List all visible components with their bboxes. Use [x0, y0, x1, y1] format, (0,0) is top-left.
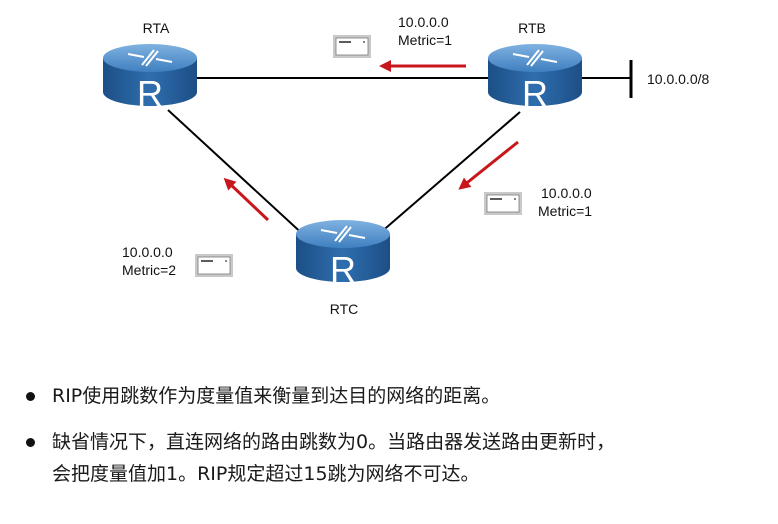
router-rtb-letter: R: [522, 73, 548, 114]
arrow-rtc-to-rta: [223, 177, 270, 222]
packet-icon: [483, 191, 523, 216]
router-rtb-label: RTB: [518, 20, 546, 36]
update-b-to-a-route: 10.0.0.0: [398, 14, 449, 30]
packet-icon: [194, 253, 234, 278]
bullet-icon: [26, 438, 35, 447]
update-c-to-a-metric: Metric=2: [122, 262, 176, 278]
router-rtc-letter: R: [330, 249, 356, 290]
router-rta-letter: R: [137, 73, 163, 114]
router-rtc: R: [295, 219, 391, 290]
packet-icon: [332, 34, 372, 59]
router-rtc-label: RTC: [330, 301, 359, 317]
router-rta-label: RTA: [143, 20, 170, 36]
note-text-2-line-2: 会把度量值加1。RIP规定超过15跳为网络不可达。: [52, 463, 480, 485]
update-b-to-c-metric: Metric=1: [538, 203, 592, 219]
update-b-to-a-metric: Metric=1: [398, 32, 452, 48]
update-c-to-a-route: 10.0.0.0: [122, 244, 173, 260]
note-text-1: RIP使用跳数作为度量值来衡量到达目的网络的距离。: [52, 385, 501, 407]
arrow-rtb-to-rtc: [458, 140, 519, 190]
note-item: RIP使用跳数作为度量值来衡量到达目的网络的距离。: [18, 380, 778, 412]
link-rta-rtc: [167, 109, 308, 239]
router-rta: R: [102, 43, 198, 114]
router-rtb: R: [487, 43, 583, 114]
note-item: 缺省情况下，直连网络的路由跳数为0。当路由器发送路由更新时， 会把度量值加1。R…: [18, 426, 778, 490]
bullet-icon: [26, 392, 35, 401]
link-rtb-rtc: [379, 111, 521, 234]
note-text-2-line-1: 缺省情况下，直连网络的路由跳数为0。当路由器发送路由更新时，: [52, 431, 616, 453]
network-label: 10.0.0.0/8: [647, 71, 709, 87]
update-b-to-c-route: 10.0.0.0: [541, 185, 592, 201]
notes-list: RIP使用跳数作为度量值来衡量到达目的网络的距离。 缺省情况下，直连网络的路由跳…: [18, 380, 778, 490]
